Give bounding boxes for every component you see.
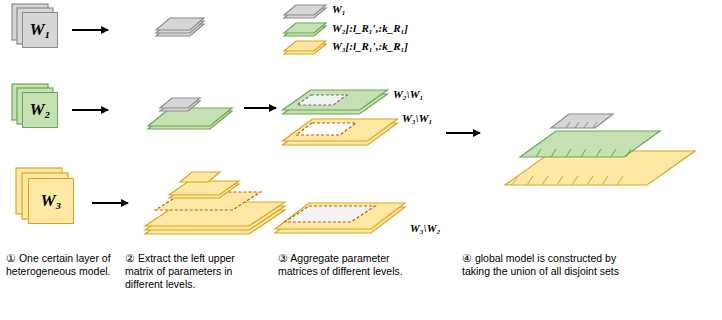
step-caption: ① One certain layer of heterogeneous mod… [6,252,118,278]
hatch-stroke [542,176,548,185]
matrix-label: W₃\W₂ [410,222,440,234]
matrix-label: W₂[:l_R₁′,:k_R₁] [332,22,408,34]
hatch-stroke [602,176,608,185]
matrix-layer [285,206,375,222]
matrix-layer [284,23,326,33]
matrix-layer [283,119,398,141]
hatch-stroke [587,176,593,185]
flow-arrow [72,30,480,203]
matrix-layer [275,203,405,229]
matrix-layer [297,95,347,105]
hatch-stroke [617,176,623,185]
matrix-label: W₃\W₁ [402,112,432,124]
matrix-name: W₁ [29,20,50,40]
matrix-layer [296,123,356,135]
hatch-stroke [584,122,588,128]
hatch-stroke [626,149,631,157]
matrix-layer [520,131,660,157]
matrix-label: W₂\W₁ [393,88,423,100]
hatch-stroke [566,122,570,128]
matrix-name: W₃ [40,191,61,211]
hatch-stroke [566,149,571,157]
matrix-layer [160,98,200,108]
matrix-label: W₃[:l_R₁′,:k_R₁] [332,40,408,52]
hatch-stroke [557,176,563,185]
step-caption: ④ global model is constructed by taking … [462,252,622,278]
matrix-layer [284,41,326,51]
hatch-stroke [551,149,556,157]
hatch-stroke [575,122,579,128]
hatch-stroke [527,176,533,185]
matrix-name: W₂ [29,100,50,120]
hatch-stroke [536,149,541,157]
hatch-stroke [611,149,616,157]
step-caption: ② Extract the left upper matrix of param… [125,252,265,291]
step-caption: ③ Aggregate parameter matrices of differ… [278,252,403,278]
matrix-layer [284,5,326,15]
hatch-stroke [572,176,578,185]
weight-matrix-box: W₂ [22,92,58,128]
matrix-layer [156,18,204,30]
hatch-stroke [596,149,601,157]
matrix-layer [180,172,220,182]
matrix-layer [169,181,239,195]
hatch-stroke [593,122,597,128]
matrix-layer [283,90,388,110]
weight-matrix-box: W₁ [22,12,58,48]
hatch-stroke [512,176,518,185]
matrix-label: W₁ [332,3,346,15]
hatch-stroke [581,149,586,157]
weight-matrix-box: W₃ [28,178,74,224]
matrix-layer [551,114,613,128]
